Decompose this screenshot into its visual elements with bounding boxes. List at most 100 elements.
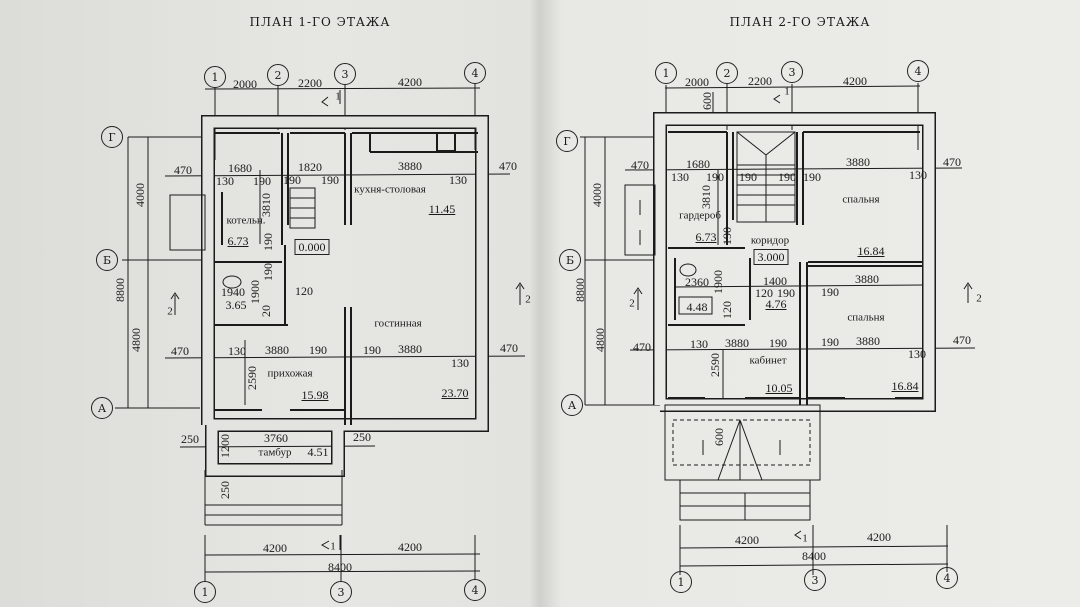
dimension: 190: [720, 227, 734, 245]
dimension: 4800: [593, 328, 607, 352]
axis-marker: 2: [267, 64, 289, 86]
dimension: 470: [500, 341, 518, 355]
left-stair: [169, 187, 343, 526]
axis-marker: 2: [716, 62, 738, 84]
dimension: 3880: [398, 159, 422, 173]
dimension: 190: [309, 343, 327, 357]
axis-marker: 4: [464, 62, 486, 84]
dimension: 1400: [763, 274, 787, 288]
section-mark: 2: [167, 305, 173, 318]
dimension: 470: [633, 340, 651, 354]
room-area: 16.84: [857, 244, 885, 258]
room-label-bedroom: спальня: [847, 311, 885, 324]
dimension: 120: [720, 301, 734, 319]
dimension: 250: [218, 481, 232, 499]
right-stair: [624, 131, 821, 521]
room-label-kitchen: кухня-столовая: [354, 183, 426, 196]
dimension: 2360: [685, 275, 709, 289]
dimension: 600: [712, 428, 726, 446]
dimension: 3880: [265, 343, 289, 357]
room-area: 6.73: [695, 230, 717, 244]
dimension: 4200: [263, 541, 287, 555]
dimension: 190: [706, 170, 724, 184]
axis-marker: А: [561, 394, 583, 416]
dimension: 1680: [228, 161, 252, 175]
dimension: 190: [778, 170, 796, 184]
dimension: 190: [769, 336, 787, 350]
axis-marker: 1: [204, 66, 226, 88]
room-area: 15.98: [301, 388, 329, 402]
room-area: 16.84: [891, 379, 919, 393]
dimension: 470: [943, 155, 961, 169]
room-area: 4.51: [307, 445, 329, 459]
room-area: 11.45: [428, 202, 456, 216]
axis-marker: 3: [334, 63, 356, 85]
axis-marker: 1: [655, 62, 677, 84]
dimension: 4800: [129, 328, 143, 352]
dimension: 4000: [590, 183, 604, 207]
dimension: 4200: [867, 530, 891, 544]
room-area: 4.48: [686, 300, 708, 314]
axis-marker: Г: [101, 126, 123, 148]
dimension: 190: [739, 170, 757, 184]
dimension: 3880: [856, 334, 880, 348]
dimension: 2590: [245, 366, 259, 390]
dimension: 3880: [398, 342, 422, 356]
dimension: 190: [261, 233, 275, 251]
room-area: 6.73: [227, 234, 249, 248]
section-mark: 2: [525, 293, 531, 306]
room-area: 10.05: [765, 381, 793, 395]
room-area: 3.65: [225, 298, 247, 312]
section-mark: 1: [330, 540, 336, 553]
room-label-study: кабинет: [749, 354, 787, 367]
dimension: 190: [803, 170, 821, 184]
room-label-bedroom: спальня: [842, 193, 880, 206]
dimension: 4200: [843, 74, 867, 88]
section-mark: 2: [629, 297, 635, 310]
dimension: 250: [353, 430, 371, 444]
dimension: 470: [631, 158, 649, 172]
dimension: 600: [700, 92, 714, 110]
room-label-corridor: коридор: [750, 234, 790, 247]
dimension: 130: [216, 174, 234, 188]
dimension: 20: [259, 305, 273, 317]
axis-marker: 1: [670, 571, 692, 593]
dimension: 2200: [298, 76, 322, 90]
section-mark: 1: [802, 532, 808, 545]
dimension: 190: [821, 285, 839, 299]
dimension: 470: [499, 159, 517, 173]
section-mark: 1: [335, 90, 341, 103]
axis-marker: 4: [907, 60, 929, 82]
dimension: 1940: [221, 285, 245, 299]
dimension: 8800: [113, 278, 127, 302]
left-dimension-lines: [115, 84, 526, 582]
dimension: 470: [953, 333, 971, 347]
section-mark: 1: [784, 85, 790, 98]
dimension: 250: [181, 432, 199, 446]
plan-title: ПЛАН 2-ГО ЭТАЖА: [729, 15, 871, 29]
dimension: 1900: [248, 280, 262, 304]
dimension: 130: [449, 173, 467, 187]
dimension: 470: [171, 344, 189, 358]
dimension: 190: [363, 343, 381, 357]
dimension: 1900: [711, 270, 725, 294]
axis-marker: 3: [781, 61, 803, 83]
dimension: 190: [321, 173, 339, 187]
dimension: 3810: [259, 193, 273, 217]
axis-marker: 3: [330, 581, 352, 603]
dimension: 130: [671, 170, 689, 184]
dimension: 190: [821, 335, 839, 349]
axis-marker: А: [91, 397, 113, 419]
level-mark: 3.000: [753, 249, 789, 265]
dimension: 4200: [398, 75, 422, 89]
room-label-hall: прихожая: [267, 367, 313, 380]
level-mark: 0.000: [294, 239, 330, 255]
dimension: 3880: [846, 155, 870, 169]
dimension: 4200: [735, 533, 759, 547]
axis-marker: Г: [556, 130, 578, 152]
section-mark: 2: [976, 292, 982, 305]
right-dimension-lines: [580, 83, 976, 575]
plan-title: ПЛАН 1-ГО ЭТАЖА: [249, 15, 391, 29]
dimension: 8400: [802, 549, 826, 563]
dimension: 130: [451, 356, 469, 370]
